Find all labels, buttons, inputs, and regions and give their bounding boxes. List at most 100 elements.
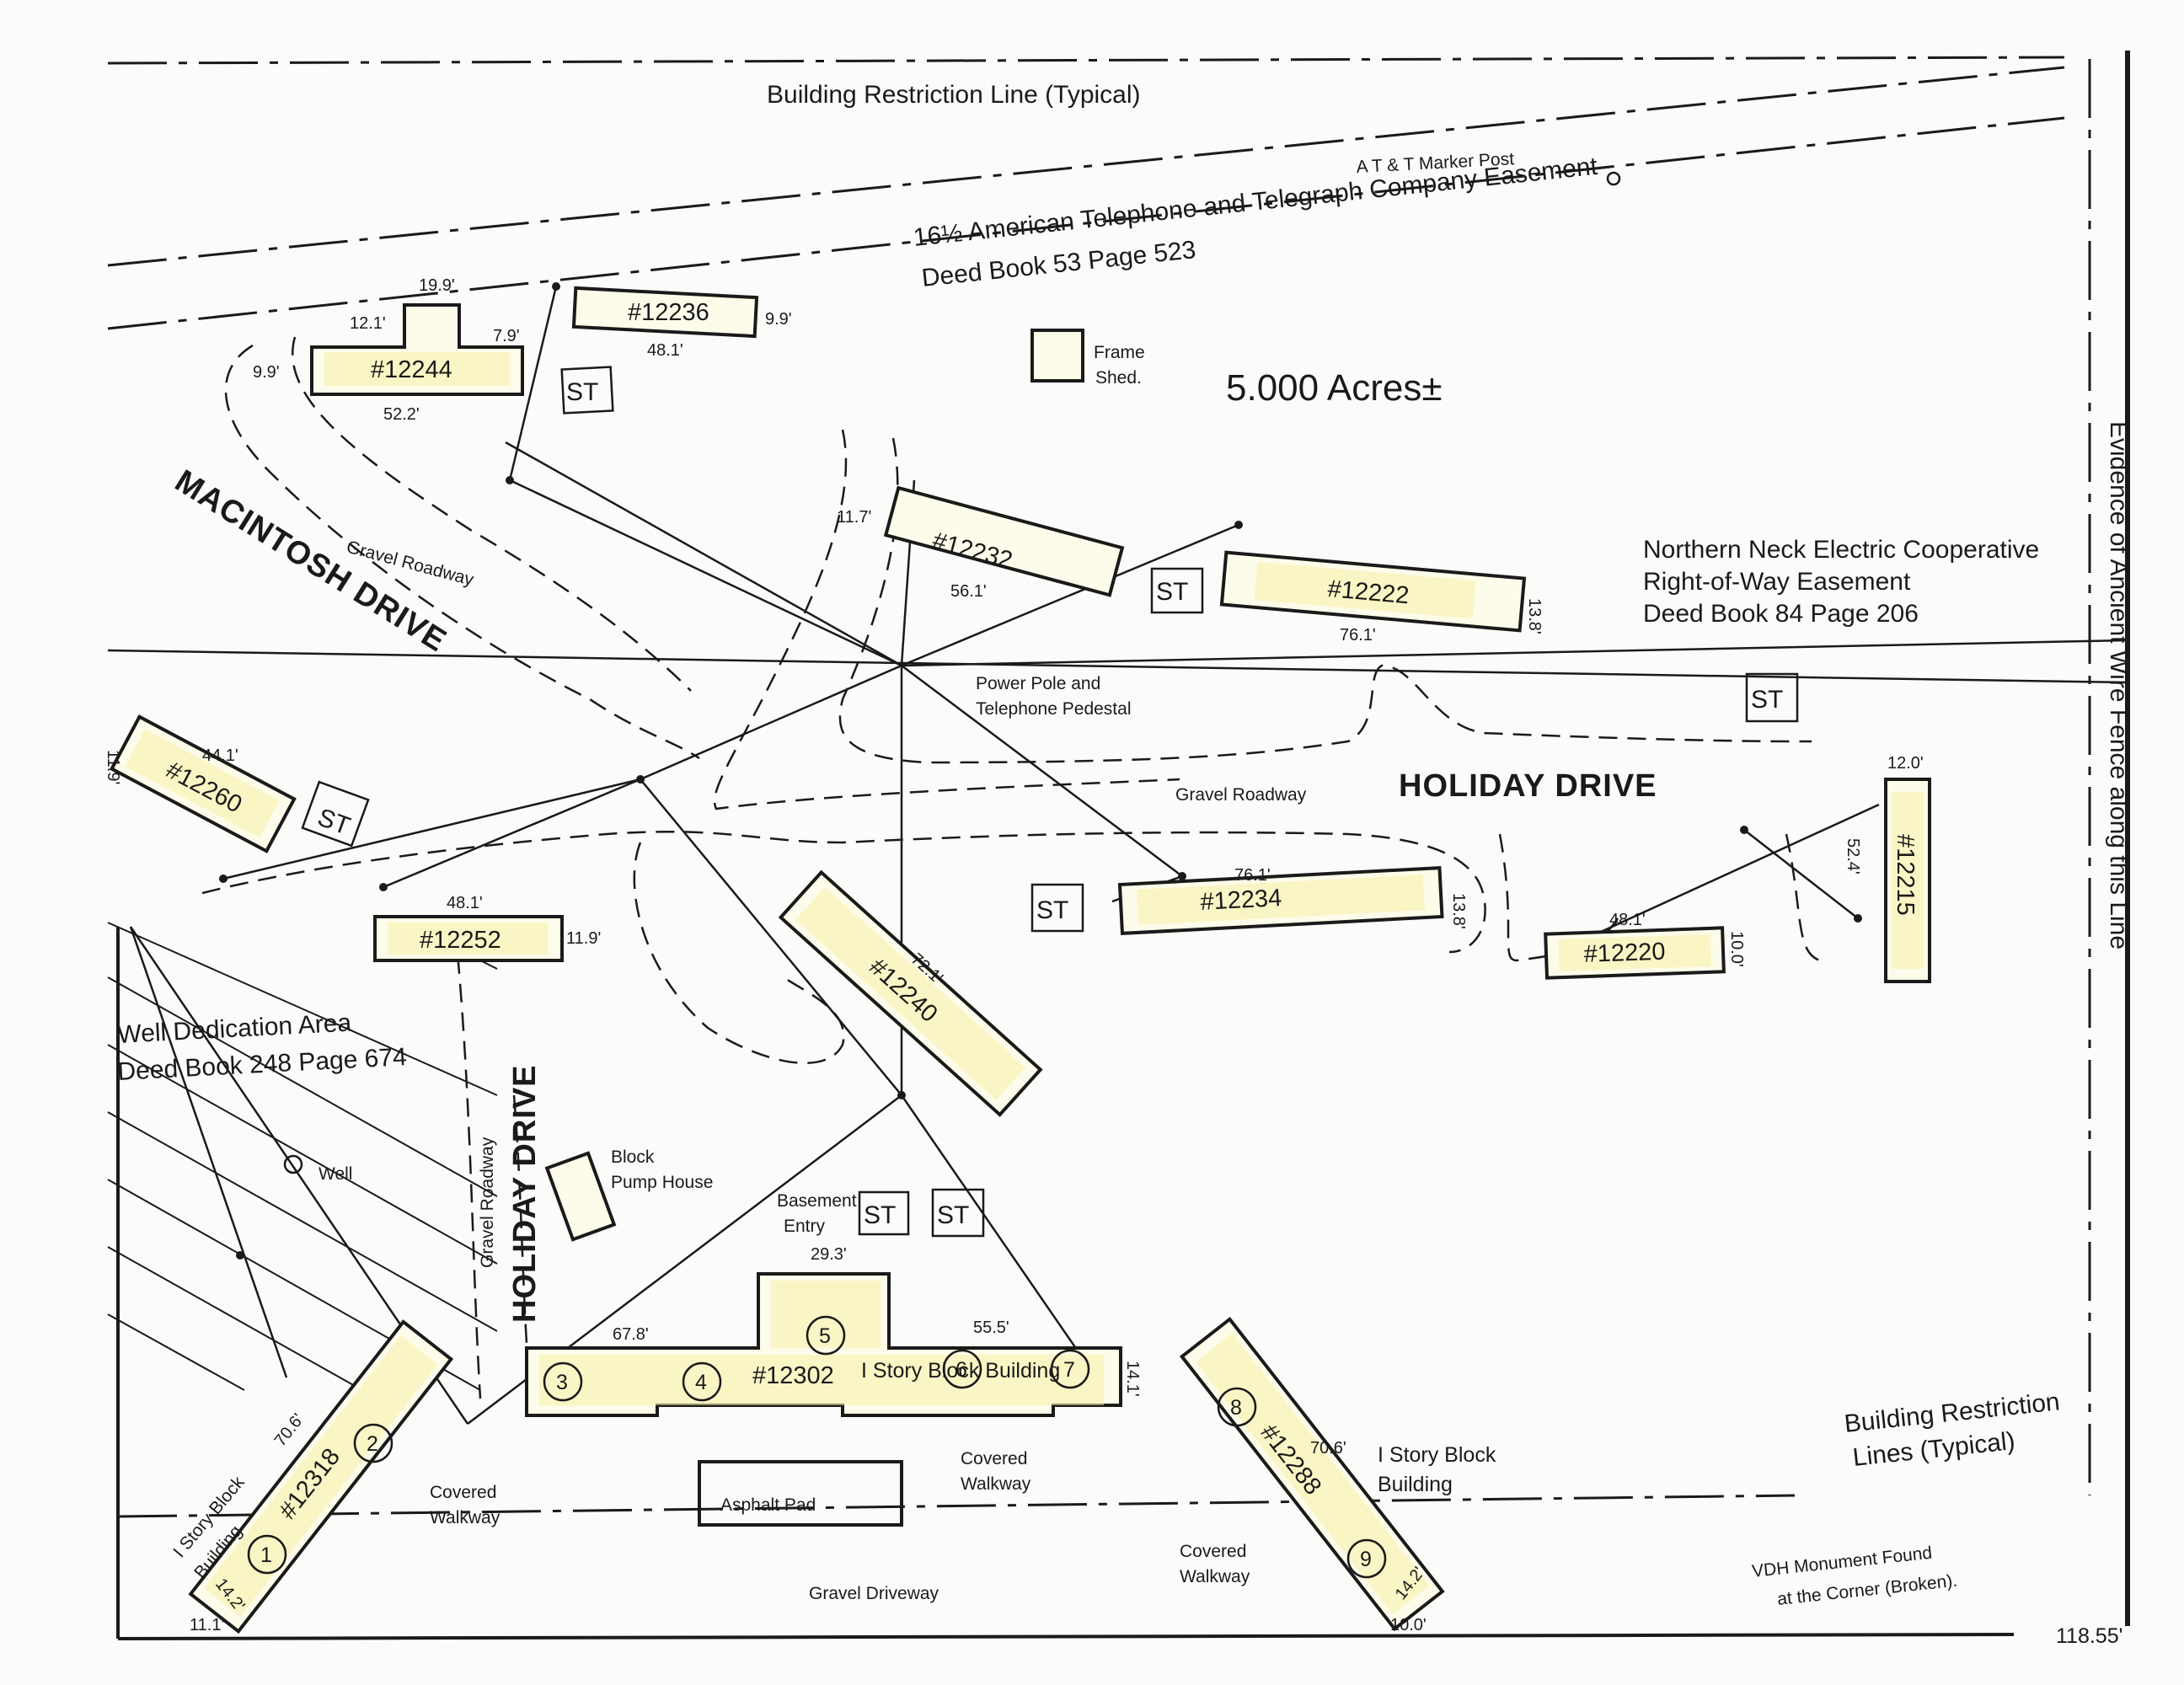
gravel-driveway-label: Gravel Driveway [809,1584,939,1603]
st-label: ST [864,1201,896,1229]
fence-label: Evidence of Ancient Wire Fence along thi… [2105,421,2133,949]
covered-walkway-3b: Walkway [1180,1567,1250,1586]
power-pole-label-1: Power Pole and [976,674,1100,693]
covered-walkway-2a: Covered [961,1449,1027,1468]
pump-house [544,1151,617,1242]
dimension-label: 11.1' [190,1616,224,1634]
property-boundary [107,51,2130,1640]
gravel-roadway-label-3: Gravel Roadway [478,1137,497,1268]
att-easement-lines [107,66,2065,330]
dimension-label: 14.1' [1123,1361,1142,1397]
building-12302 [525,1272,1122,1417]
nnec-label-1: Northern Neck Electric Cooperative [1643,536,2039,564]
dimension-label: 10.0' [1727,931,1746,967]
building-12234 [1117,865,1444,936]
unit-number: 5 [819,1324,831,1348]
utility-lines [129,282,1880,1425]
dimension-label: 29.3' [811,1245,847,1264]
building-12232 [883,485,1125,597]
covered-walkway-2b: Walkway [961,1474,1031,1494]
unit-number-circles [247,1315,1387,1579]
st-label: ST [937,1201,969,1229]
basement-label-2: Entry [784,1217,826,1236]
dimension-label: 67.8' [613,1325,649,1344]
restriction-label-1: Building Restriction [1843,1388,2061,1438]
gravel-roads [201,336,1821,1399]
unit-number: 4 [695,1371,707,1394]
building-number: #12252 [420,927,501,954]
dimension-label: 48.1' [1609,911,1646,929]
septic-tank-markers [301,366,1799,1238]
well-dedication-hatch [107,922,498,1391]
building-12252 [373,915,564,962]
building-number: #12220 [1583,939,1666,968]
well-area-label-1: Well Dedication Area [117,1008,353,1049]
covered-walkway-1a: Covered [430,1483,496,1502]
dimension-label: 11.7' [837,508,871,527]
unit-number: 8 [1230,1396,1242,1420]
dimension-label: 12.0' [1887,754,1924,773]
nnec-label-3: Deed Book 84 Page 206 [1643,600,1919,628]
dimension-label: 76.1' [1340,626,1376,645]
building-restriction-top-label: Building Restriction Line (Typical) [767,81,1141,109]
building-12244 [310,303,524,396]
story-block-building-label: I Story Block Building [861,1359,1060,1383]
frame-shed [1030,329,1084,382]
building-number: #12215 [1892,834,1919,916]
dimension-label: 55.5' [973,1319,1009,1337]
well-label: Well [318,1164,352,1184]
dimension-label: 9.9' [253,363,280,382]
unit-number: 1 [260,1543,272,1567]
dimension-label: 7.9' [493,327,520,345]
frame-shed-label-1: Frame [1094,343,1145,362]
st-label: ST [1036,896,1068,924]
building-12260 [109,714,297,853]
building-12318 [188,1319,454,1634]
electric-easement-line [107,639,2128,684]
pump-house-label-2: Pump House [611,1173,713,1192]
unit-number: 6 [956,1358,967,1382]
holiday-drive-label-1: HOLIDAY DRIVE [1399,768,1657,804]
covered-walkway-3a: Covered [1180,1542,1246,1561]
st-label: ST [566,378,598,406]
asphalt-pad-label: Asphalt Pad [720,1495,816,1515]
dimension-label: 13.8' [1525,598,1544,634]
dimension-label: 48.1' [447,894,483,912]
power-pole-label-2: Telephone Pedestal [976,699,1131,719]
dimension-label: 12.1' [350,314,386,333]
st-label: ST [1156,578,1188,606]
building-12215 [1884,778,1931,983]
dimension-label: 70.6' [1310,1439,1346,1458]
building-number: #12236 [628,299,709,326]
vdh-label-2: at the Corner (Broken). [1776,1571,1958,1609]
dimension-label: 11.9' [566,929,601,948]
dimension-label: 70.6' [271,1410,308,1450]
holiday-drive-label-2: HOLIDAY DRIVE [507,1064,543,1323]
dimension-label: 52.4' [1844,838,1862,875]
dimension-label: 48.1' [647,341,683,360]
dimension-label: 13.8' [1449,893,1468,929]
building-12236 [571,286,759,339]
st-label: ST [1751,686,1783,714]
well-icon [283,1154,303,1174]
att-easement-label-1: 16½ American Telephone and Telegraph Com… [912,152,1599,252]
asphalt-pad [698,1460,903,1527]
corner-dimension: 118.55' [2056,1624,2122,1648]
unit-number: 9 [1360,1548,1372,1571]
dimension-label: 52.2' [383,405,420,424]
dimension-label: 56.1' [950,582,987,601]
gravel-roadway-label-2: Gravel Roadway [1175,785,1307,805]
dimension-label: 76.1' [1234,866,1271,885]
unit-number: 7 [1063,1358,1075,1382]
building-12288 [1179,1317,1445,1632]
one-story-label-2a: I Story Block [1378,1443,1496,1467]
dimension-label: 9.9' [765,310,792,329]
dimension-label: 11.9' [104,750,122,784]
nnec-label-2: Right-of-Way Easement [1643,568,1911,596]
dimension-label: 19.9' [419,276,455,295]
dimension-label: 10.0' [1390,1616,1427,1634]
building-number: #12302 [752,1362,834,1389]
acreage-label: 5.000 Acres± [1226,367,1443,409]
